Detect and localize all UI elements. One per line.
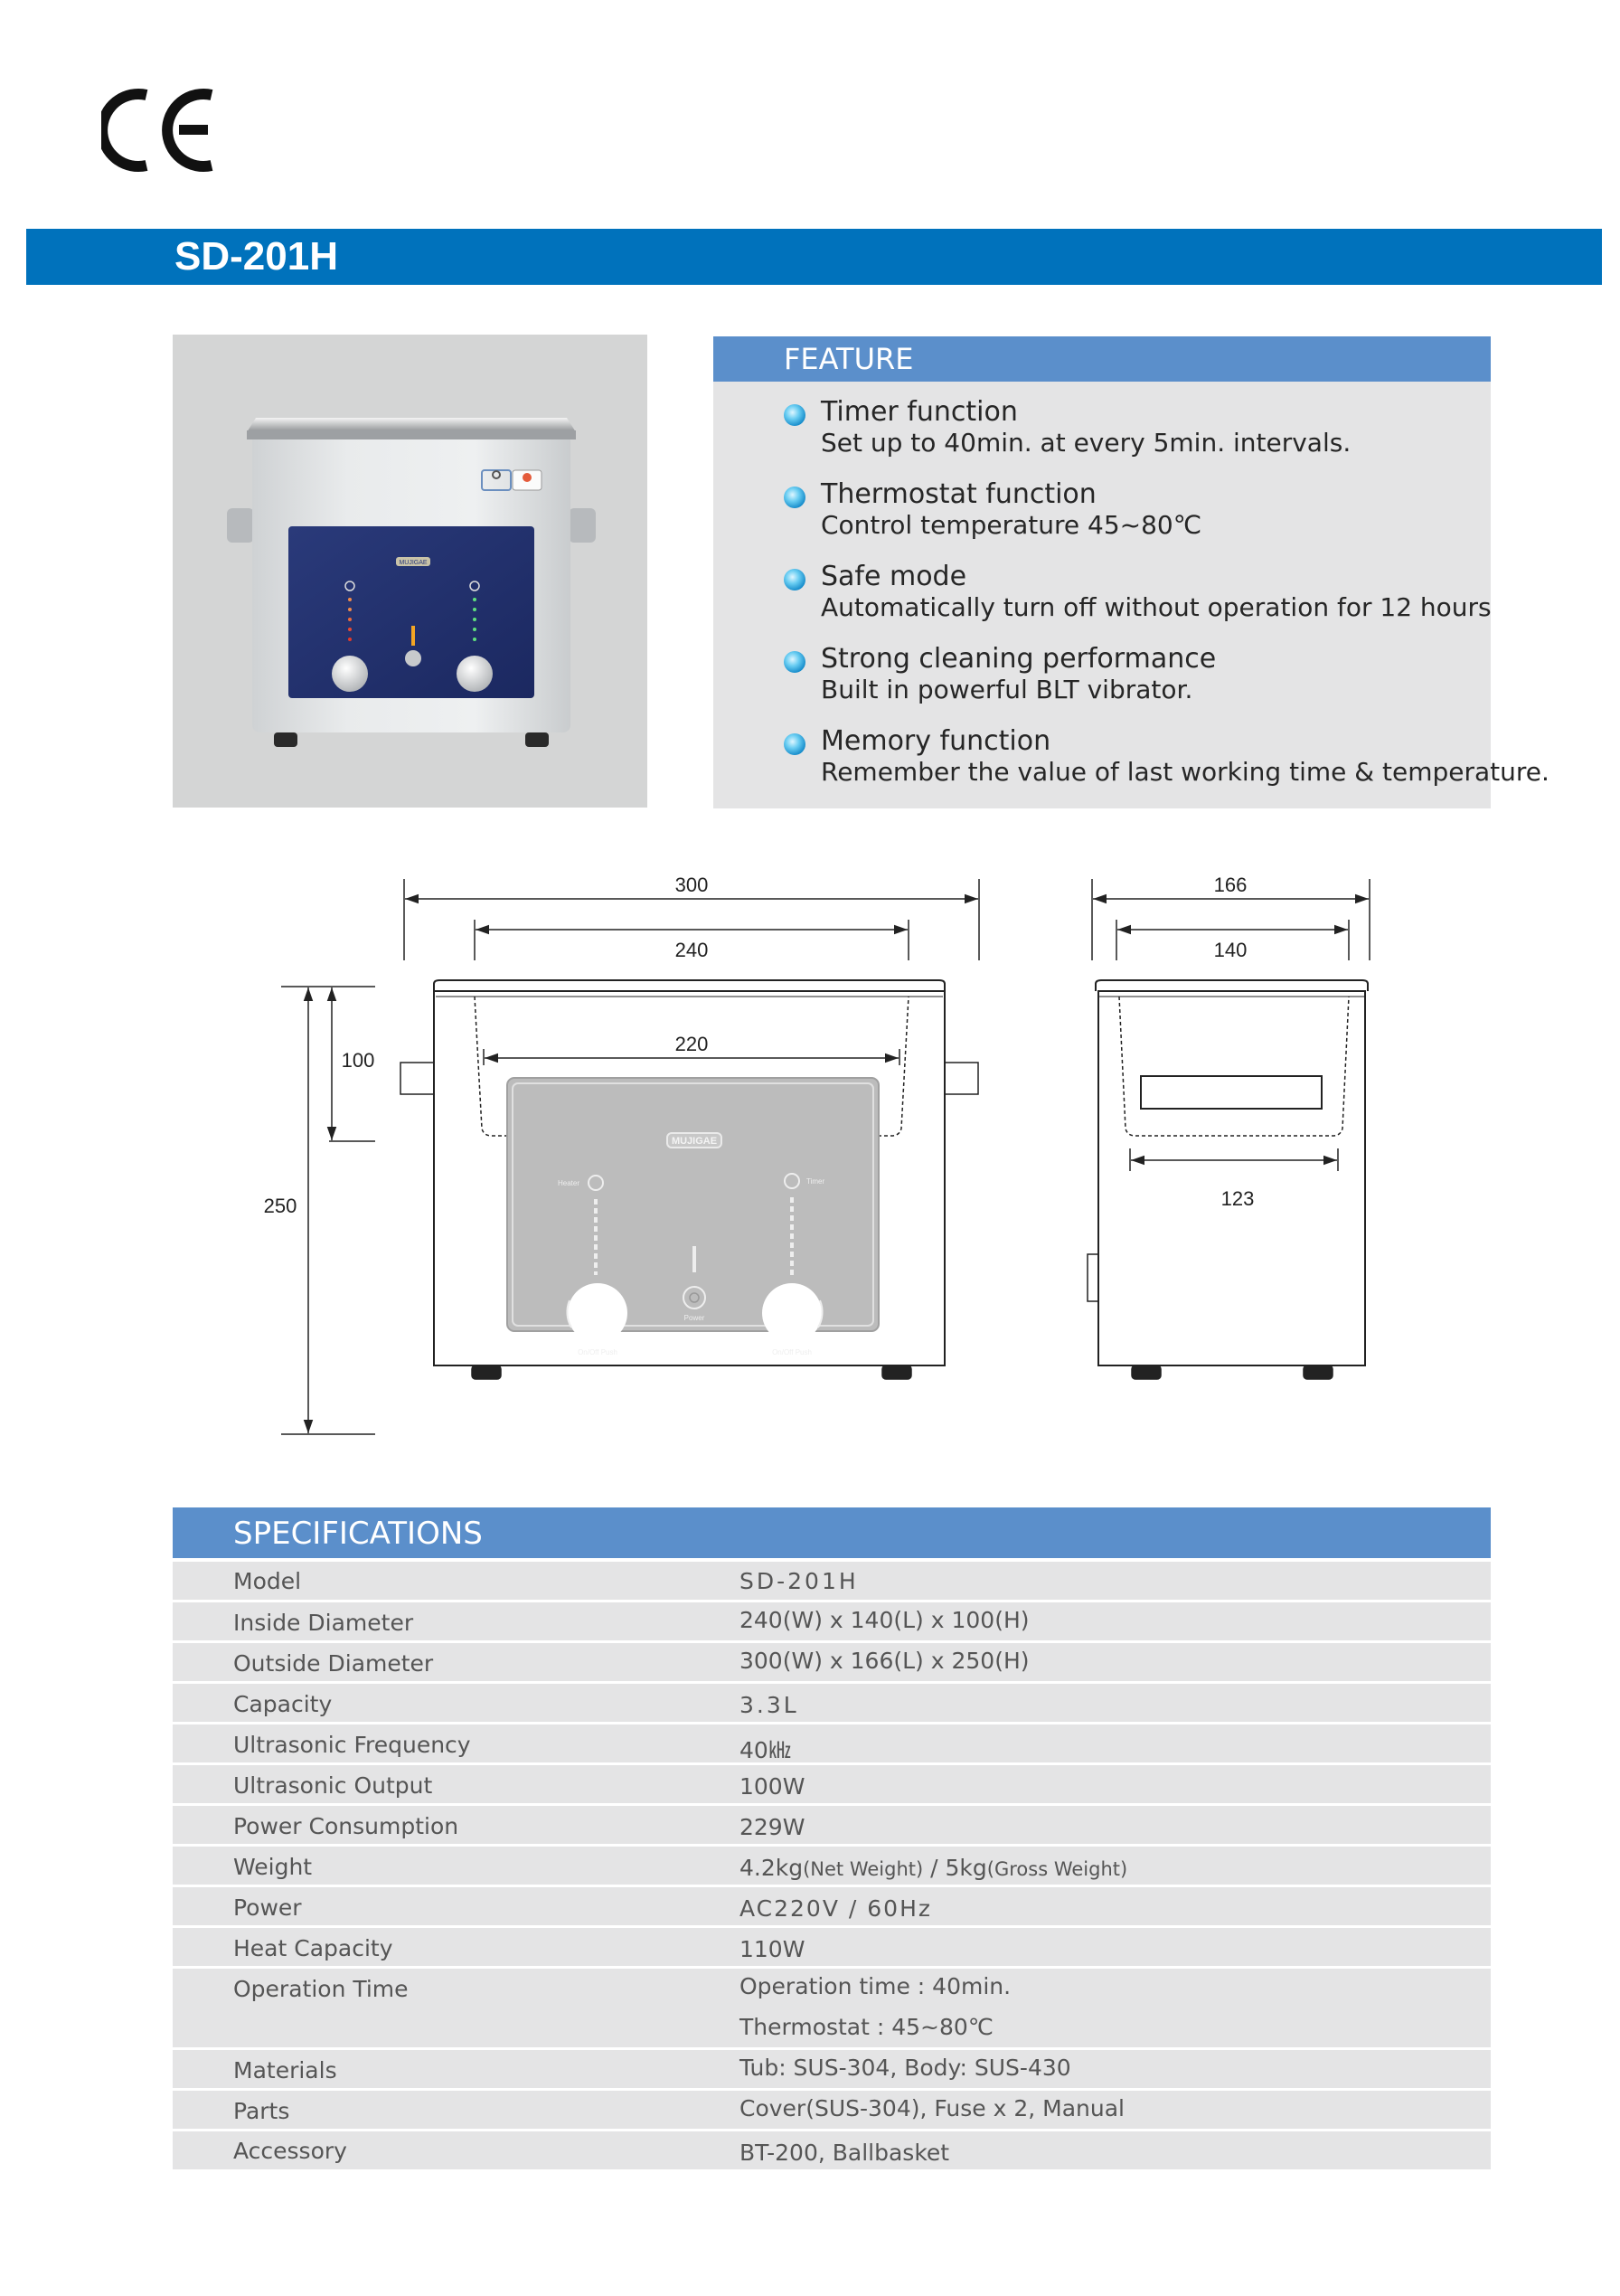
feature-item-title: Thermostat function [821, 478, 1097, 510]
spec-label: Outside Diameter [233, 1650, 434, 1677]
spec-label: Materials [233, 2057, 337, 2083]
model-title: SD-201H [174, 234, 338, 279]
gross-weight-value: 5kg [945, 1855, 987, 1881]
heater-label: Heater [558, 1179, 579, 1187]
spec-value-secondary: Thermostat : 45~80℃ [739, 2014, 994, 2040]
spec-row: Operation Time Operation time : 40min. T… [173, 1969, 1491, 2047]
bullet-icon [784, 651, 805, 673]
title-bar: SD-201H [26, 229, 1602, 285]
spec-label: Capacity [233, 1691, 333, 1717]
spec-value-weight: 4.2kg(Net Weight) / 5kg(Gross Weight) [739, 1855, 1127, 1881]
spec-value: 100W [739, 1773, 805, 1800]
feature-header: FEATURE [713, 336, 1491, 382]
dim-basket-depth: 123 [1221, 1187, 1255, 1210]
spec-label: Power [233, 1894, 302, 1921]
spec-value: SD-201H [739, 1568, 859, 1594]
spec-row: Power Consumption 229W [173, 1806, 1491, 1844]
feature-item-desc: Automatically turn off without operation… [821, 592, 1492, 622]
ce-mark-logo [101, 89, 213, 172]
spec-row: Inside Diameter 240(W) x 140(L) x 100(H) [173, 1602, 1491, 1640]
spec-value: Operation time : 40min. [739, 1973, 1012, 1999]
bullet-icon [784, 487, 805, 508]
spec-label: Inside Diameter [233, 1610, 414, 1636]
spec-label: Weight [233, 1854, 313, 1880]
spec-row: Ultrasonic Output 100W [173, 1765, 1491, 1803]
spec-row: Accessory BT-200, Ballbasket [173, 2131, 1491, 2169]
spec-row: Power AC220V / 60Hz [173, 1887, 1491, 1925]
photo-brand-label: MUJIGAE [399, 560, 427, 566]
feature-item-title: Memory function [821, 725, 1051, 757]
spec-value: 40㎑ [739, 1737, 791, 1763]
feature-item-desc: Remember the value of last working time … [821, 757, 1549, 787]
feature-item-desc: Built in powerful BLT vibrator. [821, 675, 1193, 704]
feature-item-title: Timer function [821, 396, 1018, 428]
spec-value: 110W [739, 1936, 805, 1962]
spec-row: Materials Tub: SUS-304, Body: SUS-430 [173, 2050, 1491, 2088]
feature-panel: FEATURE Timer function Set up to 40min. … [713, 336, 1549, 808]
dim-inner-depth: 140 [1214, 939, 1248, 961]
spec-label: Operation Time [233, 1976, 409, 2002]
spec-row: Model SD-201H [173, 1562, 1491, 1600]
net-weight-note: (Net Weight) [803, 1858, 924, 1880]
spec-value: Cover(SUS-304), Fuse x 2, Manual [739, 2095, 1125, 2121]
spec-label: Ultrasonic Frequency [233, 1732, 471, 1758]
dim-inner-width: 240 [675, 939, 709, 961]
spec-row: Ultrasonic Frequency 40㎑ [173, 1724, 1491, 1763]
dim-inner-height: 100 [342, 1049, 375, 1072]
panel-brand-label: MUJIGAE [672, 1136, 717, 1147]
timer-label: Timer [806, 1177, 824, 1186]
feature-title: FEATURE [784, 342, 914, 376]
product-photo: MUJIGAE [173, 335, 647, 808]
feature-item-desc: Control temperature 45~80℃ [821, 510, 1202, 540]
spec-value: BT-200, Ballbasket [739, 2140, 950, 2166]
spec-row: Heat Capacity 110W [173, 1928, 1491, 1966]
spec-label: Power Consumption [233, 1813, 459, 1839]
spec-label: Model [233, 1568, 302, 1594]
spec-value: 240(W) x 140(L) x 100(H) [739, 1607, 1030, 1633]
spec-value: 300(W) x 166(L) x 250(H) [739, 1648, 1030, 1674]
spec-row: Capacity 3.3L [173, 1684, 1491, 1722]
specifications-table: SPECIFICATIONS Model SD-201H Inside Diam… [173, 1507, 1491, 2183]
spec-label: Parts [233, 2098, 290, 2124]
feature-item-desc: Set up to 40min. at every 5min. interval… [821, 428, 1352, 458]
front-control-panel: MUJIGAE Heater Timer Power On/Off Push O… [506, 1077, 880, 1356]
dim-outer-depth: 166 [1214, 874, 1248, 896]
spec-value: AC220V / 60Hz [739, 1895, 932, 1922]
spec-header: SPECIFICATIONS [173, 1507, 1491, 1558]
spec-row: Weight 4.2kg(Net Weight) / 5kg(Gross Wei… [173, 1847, 1491, 1885]
spec-label: Ultrasonic Output [233, 1772, 433, 1799]
net-weight-value: 4.2kg [739, 1855, 804, 1881]
spec-value: 3.3L [739, 1692, 799, 1718]
feature-item-title: Safe mode [821, 561, 967, 592]
dim-basket-width: 220 [675, 1033, 709, 1055]
left-knob-label: On/Off Push [578, 1348, 617, 1356]
spec-label: Accessory [233, 2138, 347, 2164]
dim-outer-width: 300 [675, 874, 709, 896]
bullet-icon [784, 404, 805, 426]
weight-separator: / [923, 1855, 946, 1881]
feature-item-title: Strong cleaning performance [821, 643, 1217, 675]
power-label: Power [684, 1314, 705, 1322]
spec-value: Tub: SUS-304, Body: SUS-430 [739, 2055, 1071, 2081]
spec-row: Outside Diameter 300(W) x 166(L) x 250(H… [173, 1643, 1491, 1681]
spec-title: SPECIFICATIONS [233, 1516, 483, 1552]
gross-weight-note: (Gross Weight) [986, 1858, 1128, 1880]
dim-outer-height: 250 [264, 1195, 297, 1217]
right-knob-label: On/Off Push [772, 1348, 812, 1356]
bullet-icon [784, 733, 805, 755]
bullet-icon [784, 569, 805, 591]
spec-row: Parts Cover(SUS-304), Fuse x 2, Manual [173, 2091, 1491, 2129]
dimension-drawings: MUJIGAE Heater Timer Power On/Off Push O… [264, 874, 1370, 1435]
spec-label: Heat Capacity [233, 1935, 393, 1961]
spec-value: 229W [739, 1814, 805, 1840]
